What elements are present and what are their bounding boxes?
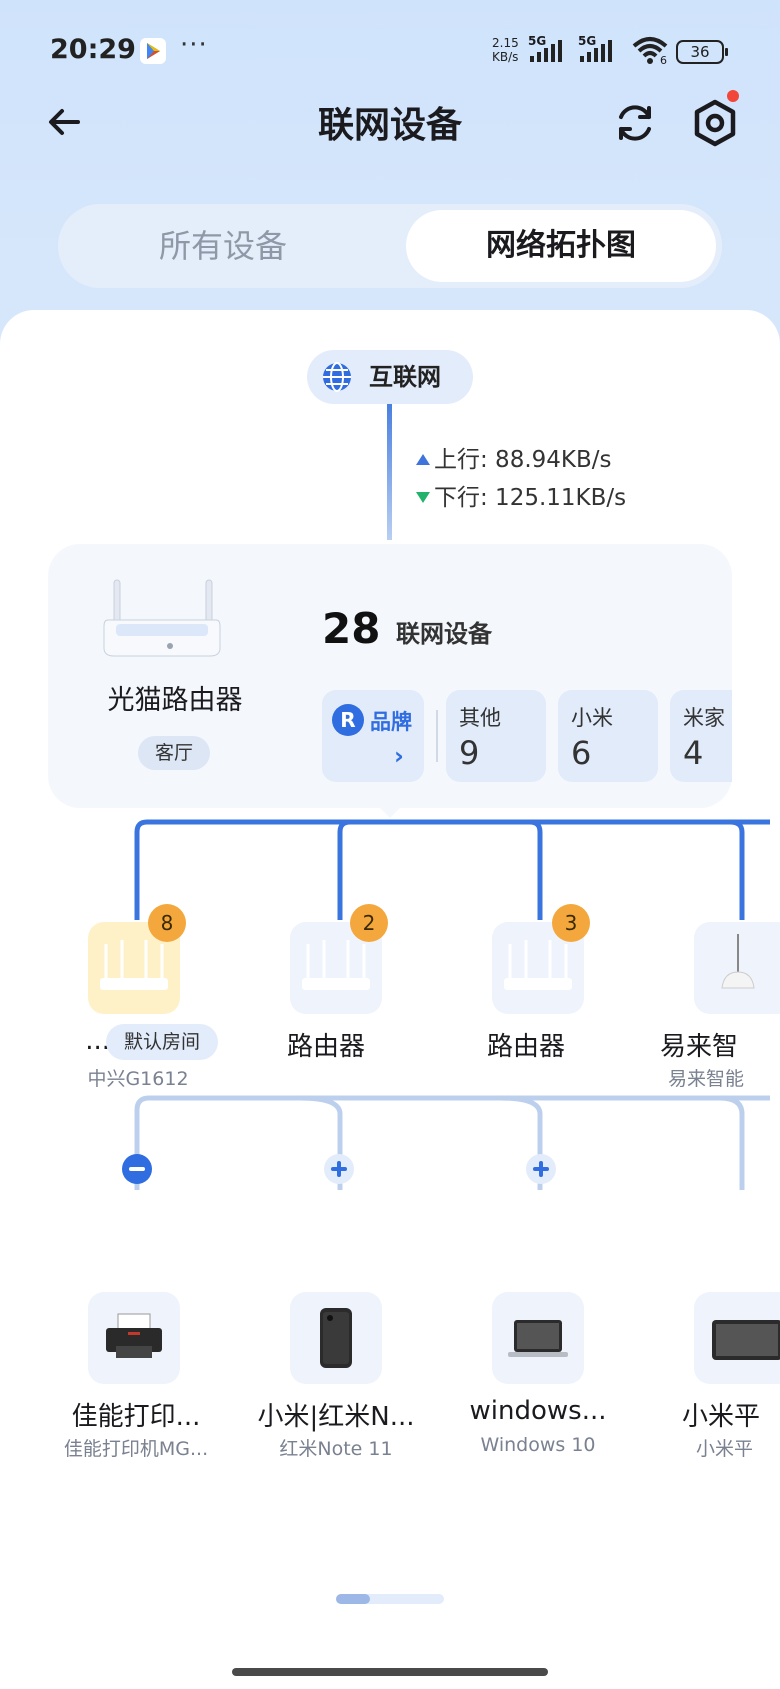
battery-icon: 36	[676, 40, 728, 64]
net-speed: 2.15 KB/s	[492, 36, 519, 64]
tab-network-topology[interactable]: 网络拓扑图	[406, 210, 716, 282]
horizontal-scrollbar[interactable]	[336, 1594, 444, 1604]
expand-button[interactable]	[526, 1154, 556, 1184]
internet-node[interactable]: 互联网	[307, 350, 473, 404]
sub-device-count-badge: 8	[148, 904, 186, 942]
device-tile-redmi-phone[interactable]	[290, 1292, 382, 1384]
device-room-badge: 默认房间	[106, 1024, 218, 1060]
gateway-card[interactable]: 光猫路由器 客厅 28 联网设备 R 品牌 › 其他 9 小米 6 米家 4	[48, 544, 732, 808]
wifi-router-icon	[504, 940, 572, 990]
internet-label: 互联网	[369, 363, 441, 391]
status-time: 20:29	[50, 34, 136, 65]
device-tile-xiaomi-pad[interactable]	[694, 1292, 780, 1384]
device-name: 小米|红米N...	[257, 1402, 415, 1432]
download-arrow-icon	[416, 492, 430, 503]
status-bar: 20:29 ··· 2.15 KB/s 5G 5G 6 36	[0, 0, 780, 100]
device-tile-windows-laptop[interactable]	[492, 1292, 584, 1384]
pendant-lamp-icon	[721, 934, 755, 989]
gateway-router-image	[103, 579, 221, 657]
device-count: 28	[322, 604, 381, 653]
collapse-button[interactable]	[122, 1154, 152, 1184]
download-speed: 下行: 125.11KB/s	[416, 478, 626, 512]
device-model: 佳能打印机MG...	[63, 1438, 209, 1460]
device-name: ...	[85, 1026, 110, 1056]
device-name: 易来智	[660, 1032, 739, 1062]
gateway-name: 光猫路由器	[107, 685, 243, 716]
smartphone-icon	[320, 1308, 352, 1368]
category-chip-mijia[interactable]: 米家 4	[670, 690, 732, 782]
signal-sim2-icon: 5G	[578, 34, 614, 68]
device-model: 易来智能	[668, 1068, 745, 1090]
view-tabs: 所有设备 网络拓扑图	[58, 204, 722, 288]
device-tile-canon-printer[interactable]	[88, 1292, 180, 1384]
settings-gear-icon[interactable]	[690, 98, 740, 148]
back-arrow-icon[interactable]	[44, 102, 84, 142]
device-model: 小米平	[696, 1438, 754, 1460]
play-store-icon	[140, 38, 166, 64]
category-chip-xiaomi[interactable]: 小米 6	[558, 690, 658, 782]
more-notifications-icon: ···	[180, 30, 208, 60]
wifi-router-icon	[302, 940, 370, 990]
brand-chip[interactable]: R 品牌 ›	[322, 690, 424, 782]
signal-sim1-icon: 5G	[528, 34, 564, 68]
device-name: 佳能打印...	[71, 1402, 201, 1432]
chevron-right-icon: ›	[394, 742, 404, 770]
tab-all-devices[interactable]: 所有设备	[158, 227, 287, 265]
sub-device-count-badge: 3	[552, 904, 590, 942]
device-name: 小米平	[682, 1402, 761, 1432]
device-tile-yeelight[interactable]	[694, 922, 780, 1014]
internet-link-line	[387, 404, 392, 540]
wifi-router-icon	[100, 940, 168, 990]
topology-lines	[134, 819, 770, 1190]
brand-r-icon: R	[332, 704, 364, 736]
expand-button[interactable]	[324, 1154, 354, 1184]
chip-divider	[436, 710, 438, 762]
category-chip-other[interactable]: 其他 9	[446, 690, 546, 782]
laptop-icon	[508, 1320, 568, 1357]
device-name: 路由器	[486, 1032, 565, 1062]
device-name: 路由器	[286, 1032, 365, 1062]
scrollbar-thumb[interactable]	[336, 1594, 370, 1604]
globe-icon	[323, 362, 351, 392]
home-indicator[interactable]	[232, 1668, 548, 1676]
page-title: 联网设备	[317, 105, 462, 146]
device-count-label: 联网设备	[396, 620, 492, 648]
gateway-pointer	[378, 806, 402, 818]
device-model: 中兴G1612	[87, 1068, 189, 1090]
gateway-room-badge: 客厅	[138, 736, 210, 770]
printer-icon	[106, 1313, 162, 1358]
refresh-icon[interactable]	[612, 100, 658, 146]
device-name: windows...	[469, 1396, 607, 1426]
brand-filter-chips: R 品牌 › 其他 9 小米 6 米家 4	[322, 690, 732, 782]
device-model: 红米Note 11	[279, 1438, 393, 1460]
tablet-icon	[712, 1320, 780, 1360]
device-model: Windows 10	[480, 1434, 596, 1456]
brand-label: 品牌	[370, 710, 412, 734]
upload-arrow-icon	[416, 454, 430, 465]
wifi-icon: 6	[630, 36, 670, 70]
notification-dot	[727, 90, 739, 102]
sub-device-count-badge: 2	[350, 904, 388, 942]
upload-speed: 上行: 88.94KB/s	[416, 440, 612, 474]
